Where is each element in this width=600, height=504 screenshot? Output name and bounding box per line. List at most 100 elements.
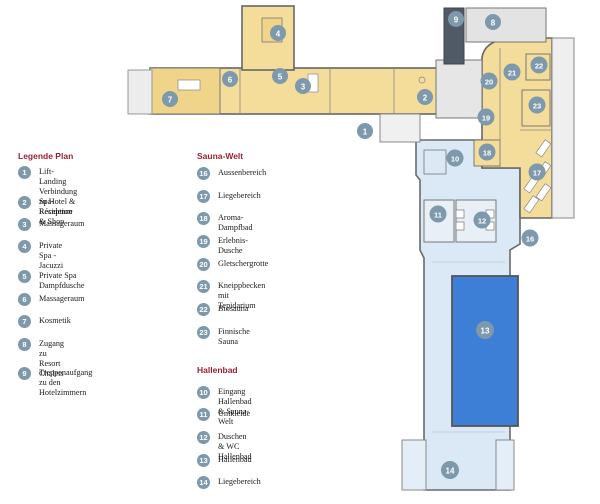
legend-label: Duschen & WC Hallenbad — [218, 432, 252, 461]
plan-marker-4: 4 — [270, 25, 286, 41]
plan-marker-6: 6 — [222, 71, 238, 87]
legend-label: Massageraum — [39, 294, 85, 303]
svg-text:22: 22 — [535, 62, 543, 71]
legend-badge: 19 — [197, 235, 210, 248]
chalet-access-block — [465, 7, 547, 43]
legend-badge: 17 — [197, 190, 210, 203]
legend-badge: 8 — [18, 338, 31, 351]
lift-corridor — [379, 113, 421, 143]
svg-text:20: 20 — [485, 78, 493, 87]
legend-heading-plan: Legende Plan — [18, 151, 74, 161]
legend-label: Spa-Réception & Shop — [39, 197, 73, 226]
svg-text:17: 17 — [533, 169, 541, 178]
plan-marker-13: 13 — [476, 321, 494, 339]
legend-label: Zugang zu Resort Chalets — [39, 339, 65, 378]
legend-label: Aroma-Dampfbad — [218, 213, 253, 232]
legend-label: Umkleide — [218, 409, 251, 418]
plan-marker-12: 12 — [473, 211, 491, 229]
legend-badge: 23 — [197, 326, 210, 339]
legend-heading-hallenbad: Hallenbad — [197, 365, 238, 375]
svg-text:7: 7 — [168, 96, 173, 105]
plan-marker-10: 10 — [446, 149, 464, 167]
svg-text:19: 19 — [482, 114, 490, 123]
plan-marker-1: 1 — [357, 123, 373, 139]
svg-text:6: 6 — [228, 76, 233, 85]
legend-badge: 16 — [197, 167, 210, 180]
plan-marker-9: 9 — [448, 11, 464, 27]
svg-text:12: 12 — [478, 217, 486, 226]
legend-label: Lift-Landing Verbindung zu Hotel & Resid… — [39, 167, 78, 216]
plan-marker-5: 5 — [272, 68, 288, 84]
legend-item: 7 Kosmetik — [18, 315, 71, 328]
plan-marker-17: 17 — [528, 163, 546, 181]
legend-item: 23 Finnische Sauna — [197, 326, 250, 347]
plan-marker-7: 7 — [162, 91, 178, 107]
legend-badge: 3 — [18, 218, 31, 231]
svg-text:3: 3 — [301, 83, 306, 92]
legend-badge: 5 — [18, 270, 31, 283]
legend-item: 1 Lift-Landing Verbindung zu Hotel & Resi… — [18, 166, 77, 217]
svg-text:8: 8 — [491, 19, 496, 28]
legend-item: 22 Biosauna — [197, 303, 248, 316]
plan-marker-14: 14 — [441, 461, 459, 479]
plan-marker-11: 11 — [429, 205, 447, 223]
legend-item: 18 Aroma-Dampfbad — [197, 212, 253, 233]
legend-badge: 22 — [197, 303, 210, 316]
svg-text:11: 11 — [434, 211, 442, 220]
legend-label: Private Spa - Jacuzzi — [39, 241, 64, 270]
legend-label: Liegebereich — [218, 191, 261, 200]
pool-terrace-left — [401, 439, 427, 491]
legend-label: Biosauna — [218, 304, 249, 313]
legend-badge: 4 — [18, 240, 31, 253]
svg-text:23: 23 — [533, 102, 541, 111]
svg-text:9: 9 — [454, 16, 459, 25]
plan-marker-3: 3 — [295, 78, 311, 94]
legend-label: Finnische Sauna — [218, 327, 250, 346]
legend-badge: 6 — [18, 293, 31, 306]
svg-text:14: 14 — [446, 467, 455, 476]
legend-item: 17 Liegebereich — [197, 190, 261, 203]
legend-item: 10 Eingang Hallenbad & Sauna-Welt — [197, 386, 252, 427]
legend-badge: 14 — [197, 476, 210, 489]
legend-label: Treppenaufgang zu den Hotelzimmern — [39, 368, 93, 397]
legend-label: Kneippbecken mit Tepidarium — [218, 281, 266, 310]
legend-item: 3 Massageraum — [18, 218, 84, 231]
svg-text:1: 1 — [363, 128, 368, 137]
svg-text:5: 5 — [278, 73, 283, 82]
legend-badge: 18 — [197, 212, 210, 225]
legend-badge: 10 — [197, 386, 210, 399]
pool-hall-area — [401, 139, 521, 491]
legend-label: Massageraum — [39, 219, 85, 228]
legend-badge: 1 — [18, 166, 31, 179]
svg-text:2: 2 — [423, 94, 428, 103]
legend-label: Eingang Hallenbad & Sauna-Welt — [218, 387, 252, 426]
legend-badge: 20 — [197, 258, 210, 271]
legend-label: Aussenbereich — [218, 168, 267, 177]
pool-terrace-right — [495, 439, 515, 491]
spa-west-extension — [127, 69, 153, 115]
plan-marker-20: 20 — [480, 72, 498, 90]
plan-marker-8: 8 — [485, 14, 501, 30]
svg-text:18: 18 — [483, 149, 491, 158]
legend-item: 9 Treppenaufgang zu den Hotelzimmern — [18, 367, 92, 398]
legend-badge: 7 — [18, 315, 31, 328]
sauna-outdoor-area — [551, 37, 575, 219]
legend-badge: 9 — [18, 367, 31, 380]
corridor-link — [435, 59, 483, 119]
plan-marker-18: 18 — [478, 143, 496, 161]
massage-room-west — [149, 67, 221, 115]
spa-wing — [127, 5, 547, 143]
legend-item: 8 Zugang zu Resort Chalets — [18, 338, 64, 379]
legend-label: Kosmetik — [39, 316, 71, 325]
legend-heading-sauna: Sauna-Welt — [197, 151, 244, 161]
legend-item: 6 Massageraum — [18, 293, 84, 306]
plan-marker-22: 22 — [530, 56, 548, 74]
plan-marker-19: 19 — [477, 108, 495, 126]
